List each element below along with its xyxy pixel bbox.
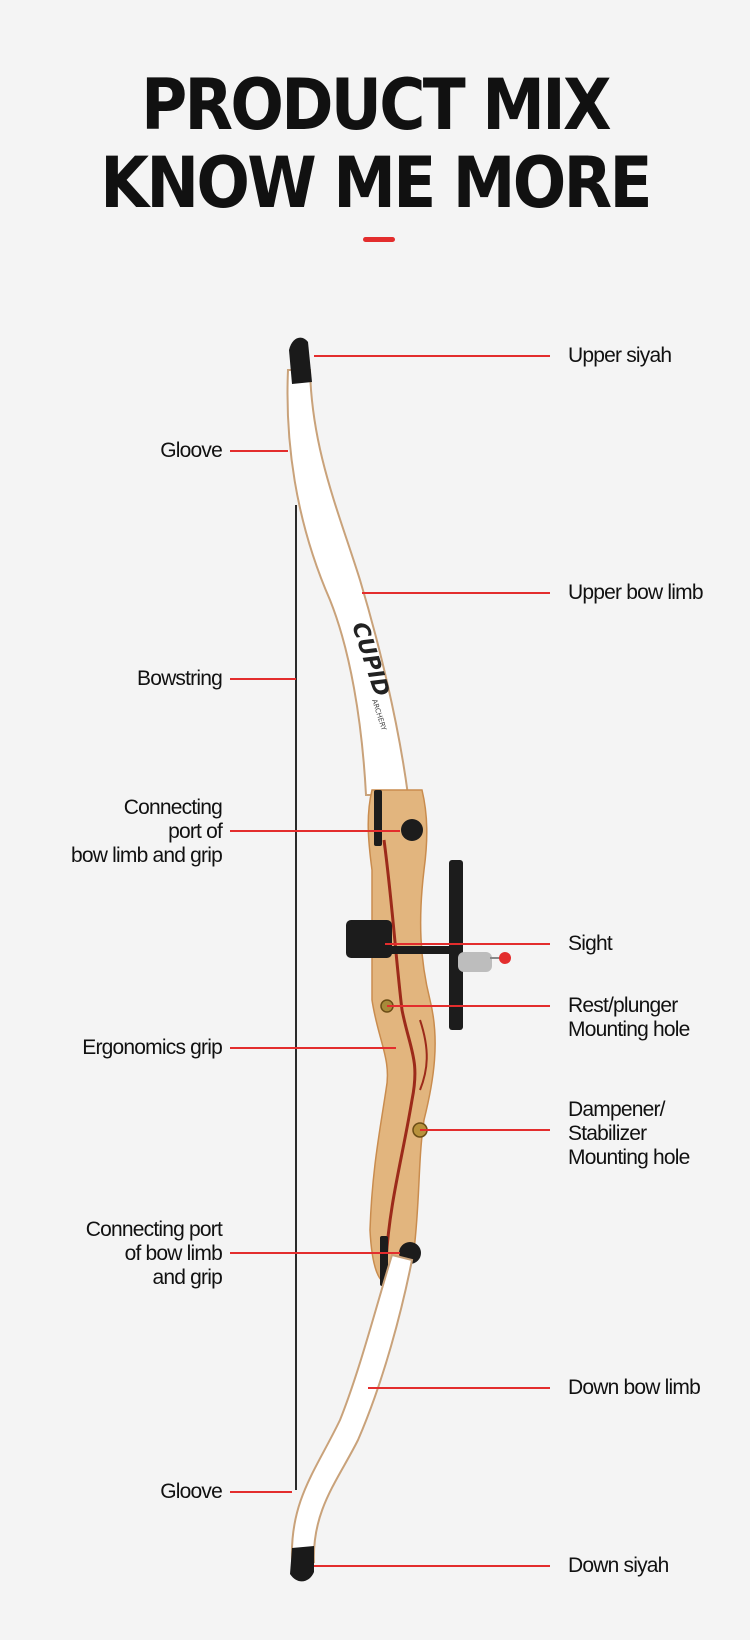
label-gloove-bottom: Gloove (160, 1480, 222, 1504)
lower-limb (292, 1255, 412, 1562)
upper-siyah-tip (289, 338, 312, 384)
label-bowstring: Bowstring (137, 667, 222, 691)
label-down-siyah: Down siyah (568, 1554, 669, 1578)
label-upper-siyah: Upper siyah (568, 344, 671, 368)
upper-limb (287, 370, 408, 795)
label-upper-bow-limb: Upper bow limb (568, 581, 703, 605)
label-dampener: Dampener/ Stabilizer Mounting hole (568, 1098, 690, 1170)
sight-pin-dot (499, 952, 511, 964)
limb-bolt-plate-top (374, 790, 382, 846)
limb-bolt-knob-top (401, 819, 423, 841)
label-ergonomics-grip: Ergonomics grip (82, 1036, 222, 1060)
label-down-bow-limb: Down bow limb (568, 1376, 700, 1400)
label-gloove-top: Gloove (160, 439, 222, 463)
label-rest-plunger: Rest/plunger Mounting hole (568, 994, 690, 1042)
label-connecting-top: Connecting port of bow limb and grip (71, 796, 222, 868)
sight-bar-arm (385, 946, 460, 954)
label-sight: Sight (568, 932, 612, 956)
down-siyah-tip (290, 1546, 314, 1581)
sight-pin-housing (458, 952, 492, 972)
label-connecting-bottom: Connecting port of bow limb and grip (86, 1218, 222, 1290)
